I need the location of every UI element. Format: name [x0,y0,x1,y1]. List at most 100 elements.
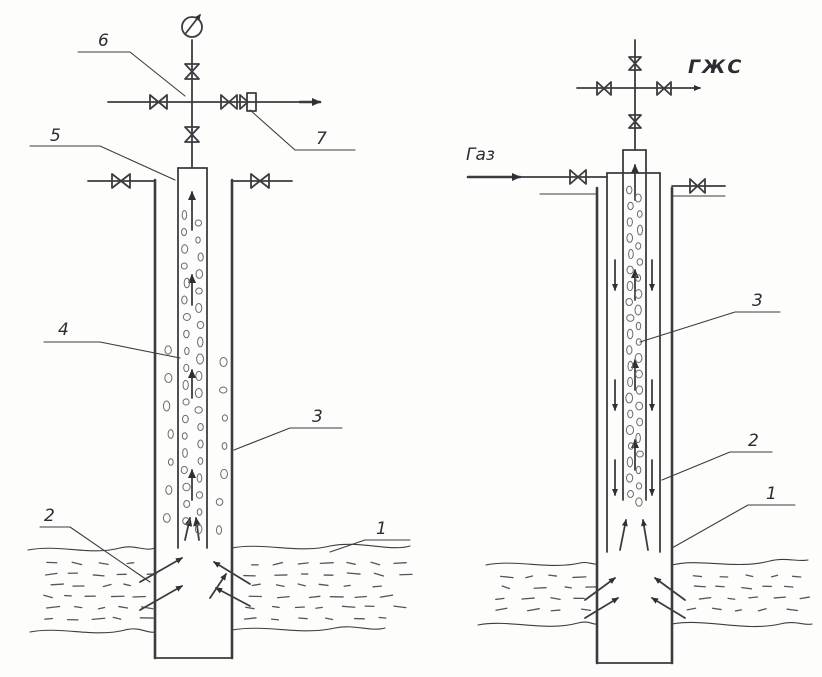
fluid-dash [525,575,534,579]
fluid-dash [71,561,83,566]
gas-bubble [197,336,204,348]
fluid-dash [276,595,290,599]
fluid-dash [727,597,736,600]
fluid-dash [102,583,112,588]
gas-bubble [625,473,634,483]
flow-arrow-icon [213,561,251,585]
gas-bubble [635,432,641,444]
fluid-dash [245,606,255,610]
fluid-dash [711,607,722,611]
gas-bubble [181,210,188,220]
flow-arrow-icon [139,557,183,583]
gas-bubble [164,345,172,355]
left-casing-valve-left [111,173,131,189]
gas-bubble [182,379,189,391]
left-label-1: 1 [376,519,387,539]
fluid-dash [294,606,305,609]
fluid-dash [251,583,261,587]
fluid-dash [548,574,558,577]
left-casing-head [87,173,293,189]
gas-bubble [184,346,190,356]
gas-bubble [626,314,635,322]
fluid-dash [693,585,706,588]
gas-bubble [626,185,633,195]
left-reservoir-fluid-dashes [43,561,413,621]
gas-bubble [634,289,643,299]
fluid-dash [550,597,561,600]
gas-bubble [196,320,205,330]
fluid-dash [372,585,383,588]
gas-bubble [635,401,644,411]
left-tree-valve-side-left [149,94,168,110]
right-tree-valve-upper [628,56,642,71]
fluid-dash [741,586,753,590]
right-leader-lines [639,311,796,549]
gas-bubble [196,508,203,516]
left-label-6: 6 [98,31,109,51]
gas-bubble [162,400,171,412]
right-wellhead-tree [576,39,701,151]
flow-arrow-icon [651,597,686,619]
gas-bubble [627,360,634,372]
gas-bubble [626,345,633,355]
fluid-dash [275,584,285,588]
right-flow-markers [584,164,686,619]
fluid-dash [501,585,511,590]
fluid-dash [373,572,385,577]
fluid-dash [315,606,323,609]
gas-bubble [182,517,190,525]
fluid-dash [98,562,109,565]
right-label-3: 3 [752,291,763,311]
gas-bubble [221,414,228,422]
left-casing-valve-right [250,173,270,189]
left-casing [153,178,234,660]
gas-bubble [194,406,203,414]
fluid-dash [580,608,592,612]
pressure-gauge-icon [181,14,203,38]
fluid-dash [74,605,83,609]
fluid-dash [748,596,759,599]
right-reservoir-layer [477,558,813,628]
fluid-dash [521,597,535,600]
gas-bubble [625,297,633,307]
gas-bubble [183,363,190,373]
fluid-dash [298,617,308,620]
fluid-dash [499,575,514,579]
fluid-dash [393,605,407,609]
right-reservoir-fluid-dashes [495,574,810,612]
fluid-dash [43,594,53,599]
flow-arrow-icon [139,585,183,611]
gas-bubble [194,219,203,227]
fluid-dash [495,607,508,611]
left-tree-valve-lower [184,126,200,143]
gas-bubble [634,304,642,316]
gas-bubble [626,456,634,468]
right-casing [595,186,674,665]
right-tree-valve-lower [628,114,642,129]
fluid-dash [354,595,367,598]
fluid-dash [126,562,135,565]
gas-bubble [196,473,203,483]
gas-bubble [628,248,634,260]
fluid-dash [370,561,381,566]
right-casing-valve [689,178,706,194]
gas-bubble [626,217,633,227]
gas-bubble [626,265,634,275]
fluid-dash [123,583,132,587]
fluid-dash [550,609,561,612]
fluid-dash [341,605,356,608]
left-wellhead-tree [107,14,322,169]
gas-bubble [636,210,643,218]
gas-bubble [635,369,643,379]
fluid-dash [45,605,61,609]
gas-bubble [635,242,642,250]
fluid-dash [533,587,547,589]
right-label-gas: Газ [466,145,495,165]
left-well-diagram: 6 7 5 4 3 2 1 [27,14,413,660]
flow-arrow-icon [641,519,649,551]
gas-bubble [195,269,204,279]
gas-bubble [216,525,223,535]
fluid-dash [272,561,284,566]
fluid-dash [799,596,810,600]
